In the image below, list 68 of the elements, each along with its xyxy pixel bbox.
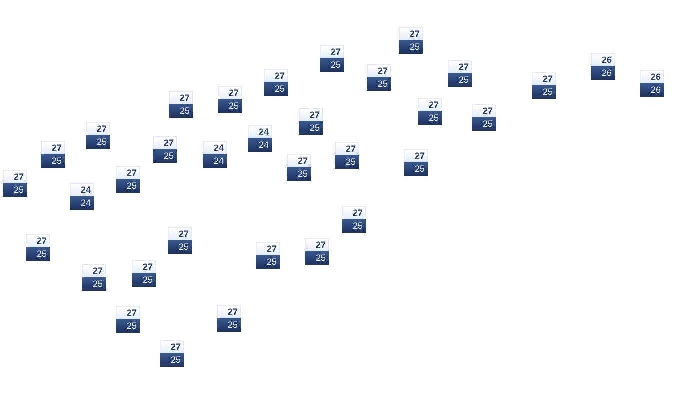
- upper-value: 27: [169, 91, 193, 104]
- lower-value: 25: [82, 277, 106, 291]
- upper-value: 27: [305, 238, 329, 251]
- lower-value: 25: [264, 82, 288, 96]
- upper-value: 27: [287, 154, 311, 167]
- lower-value: 25: [3, 183, 27, 197]
- upper-value: 27: [299, 108, 323, 121]
- lower-value: 25: [217, 318, 241, 332]
- upper-value: 27: [160, 340, 184, 353]
- lower-value: 25: [160, 353, 184, 367]
- lower-value: 25: [287, 167, 311, 181]
- upper-value: 27: [404, 149, 428, 162]
- lower-value: 25: [256, 255, 280, 269]
- upper-value: 27: [153, 136, 177, 149]
- lower-value: 25: [168, 240, 192, 254]
- lower-value: 25: [132, 273, 156, 287]
- upper-value: 27: [342, 206, 366, 219]
- upper-value: 27: [41, 141, 65, 154]
- lower-value: 25: [299, 121, 323, 135]
- upper-value: 27: [217, 305, 241, 318]
- lower-value: 25: [399, 40, 423, 54]
- upper-value: 27: [320, 45, 344, 58]
- upper-value: 26: [591, 53, 615, 66]
- upper-value: 27: [448, 60, 472, 73]
- upper-value: 27: [335, 142, 359, 155]
- lower-value: 25: [218, 99, 242, 113]
- lower-value: 24: [203, 154, 227, 168]
- upper-value: 24: [70, 183, 94, 196]
- lower-value: 25: [404, 162, 428, 176]
- lower-value: 25: [169, 104, 193, 118]
- lower-value: 25: [41, 154, 65, 168]
- upper-value: 27: [132, 260, 156, 273]
- upper-value: 26: [640, 70, 664, 83]
- upper-value: 27: [532, 72, 556, 85]
- upper-value: 27: [367, 64, 391, 77]
- lower-value: 25: [418, 111, 442, 125]
- lower-value: 25: [448, 73, 472, 87]
- lower-value: 25: [153, 149, 177, 163]
- upper-value: 27: [256, 242, 280, 255]
- upper-value: 27: [472, 104, 496, 117]
- lower-value: 25: [305, 251, 329, 265]
- lower-value: 25: [86, 135, 110, 149]
- upper-value: 27: [26, 234, 50, 247]
- lower-value: 25: [342, 219, 366, 233]
- upper-value: 27: [264, 69, 288, 82]
- lower-value: 25: [26, 247, 50, 261]
- upper-value: 27: [86, 122, 110, 135]
- lower-value: 25: [335, 155, 359, 169]
- lower-value: 24: [248, 138, 272, 152]
- lower-value: 25: [116, 319, 140, 333]
- upper-value: 27: [116, 166, 140, 179]
- lower-value: 25: [116, 179, 140, 193]
- upper-value: 24: [203, 141, 227, 154]
- upper-value: 24: [248, 125, 272, 138]
- upper-value: 27: [3, 170, 27, 183]
- lower-value: 25: [320, 58, 344, 72]
- lower-value: 25: [367, 77, 391, 91]
- upper-value: 27: [168, 227, 192, 240]
- upper-value: 27: [399, 27, 423, 40]
- upper-value: 27: [418, 98, 442, 111]
- upper-value: 27: [82, 264, 106, 277]
- upper-value: 27: [218, 86, 242, 99]
- lower-value: 25: [472, 117, 496, 131]
- upper-value: 27: [116, 306, 140, 319]
- lower-value: 24: [70, 196, 94, 210]
- lower-value: 26: [591, 66, 615, 80]
- lower-value: 26: [640, 83, 664, 97]
- lower-value: 25: [532, 85, 556, 99]
